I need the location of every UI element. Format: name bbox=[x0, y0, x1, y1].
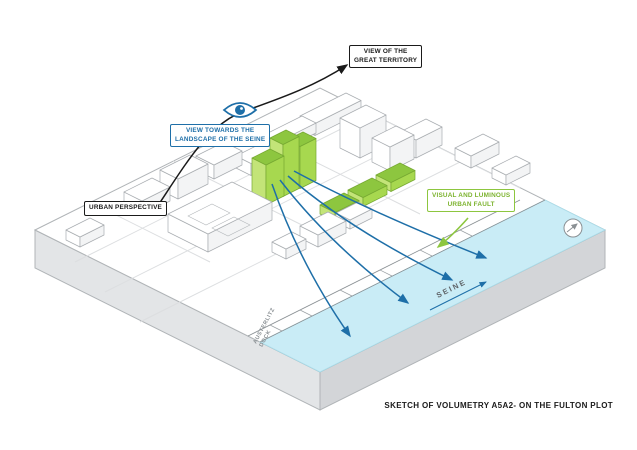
label-urban-fault: VISUAL AND LUMINOUS URBAN FAULT bbox=[427, 189, 516, 213]
label-line: VIEW OF THE bbox=[363, 48, 408, 55]
building-roof bbox=[271, 231, 307, 250]
label-seine-view: VIEW TOWARDS THE LANDSCAPE OF THE SEINE bbox=[170, 124, 271, 148]
label-line: LANDSCAPE OF THE SEINE bbox=[175, 135, 266, 143]
building-roof bbox=[299, 211, 347, 236]
eye-icon bbox=[222, 102, 258, 118]
austerlitz-dock bbox=[247, 199, 546, 343]
label-line: URBAN PERSPECTIVE bbox=[89, 204, 162, 211]
green-building-roof bbox=[319, 192, 360, 213]
seine-view-arrow bbox=[293, 170, 488, 259]
river-flow-arrow bbox=[429, 281, 487, 311]
building-blocks bbox=[65, 92, 531, 260]
label-great-territory: VIEW OF THE GREAT TERRITORY bbox=[349, 45, 423, 69]
green-building-roof bbox=[375, 162, 416, 183]
seine-view-arrows bbox=[271, 170, 488, 338]
green-building-roof bbox=[269, 129, 300, 145]
seine-view-arrow bbox=[279, 179, 410, 304]
label-line: GREAT TERRITORY bbox=[354, 56, 418, 64]
sketch-caption: SKETCH OF VOLUMETRY A5A2- ON THE FULTON … bbox=[384, 401, 613, 410]
label-line: VIEW TOWARDS THE bbox=[185, 127, 255, 134]
building-roof bbox=[65, 217, 105, 238]
label-line: VISUAL AND LUMINOUS bbox=[432, 192, 511, 199]
building-roof bbox=[371, 125, 415, 148]
green-building-roof bbox=[251, 148, 285, 166]
label-urban-perspective: URBAN PERSPECTIVE bbox=[84, 201, 167, 216]
green-building-roof bbox=[347, 177, 388, 198]
seine-view-arrow bbox=[287, 175, 454, 281]
compass-icon bbox=[563, 218, 583, 238]
building-roof bbox=[454, 133, 500, 157]
building-roof bbox=[491, 155, 531, 176]
urban-fault-arrow bbox=[436, 217, 469, 248]
label-line: URBAN FAULT bbox=[447, 200, 495, 208]
building-roof bbox=[339, 104, 387, 129]
seine-view-arrow bbox=[271, 183, 351, 338]
courtyard-lines bbox=[187, 203, 251, 237]
